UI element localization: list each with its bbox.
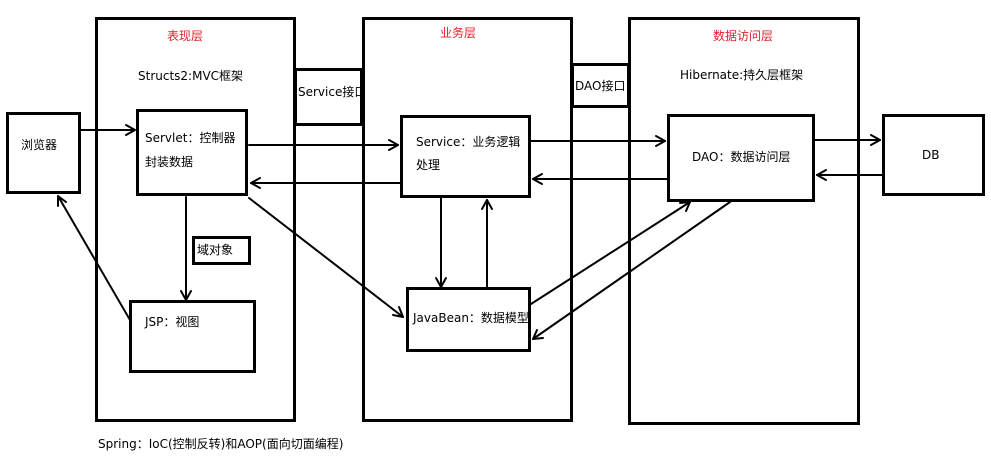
spring-footer-note: Spring：IoC(控制反转)和AOP(面向切面编程) [98, 437, 344, 451]
arrow-javabean-to-dao [530, 201, 691, 305]
servlet-sublabel: 封装数据 [145, 155, 194, 169]
presentation-framework-label: Structs2:MVC框架 [138, 69, 244, 83]
business-layer-title: 业务层 [439, 26, 476, 40]
data-access-framework-label: Hibernate:持久层框架 [680, 68, 804, 82]
jsp-box [129, 300, 256, 373]
arrow-jsp-to-browser [57, 195, 131, 321]
domain-object-label: 域对象 [197, 243, 234, 257]
browser-label: 浏览器 [21, 138, 58, 152]
service-interface-box [294, 68, 363, 126]
dao-label: DAO：数据访问层 [692, 150, 791, 164]
domain-object-box [192, 236, 251, 265]
data-access-layer-title: 数据访问层 [712, 29, 773, 43]
service-label: Service：业务逻辑 [416, 135, 521, 149]
javabean-label: JavaBean：数据模型 [413, 311, 529, 325]
arrow-servlet-to-javabean [248, 197, 404, 318]
browser-box [6, 112, 81, 194]
presentation-layer-title: 表现层 [166, 29, 203, 43]
service-sublabel: 处理 [416, 158, 441, 172]
presentation-layer [95, 17, 296, 422]
service-interface-label: Service接口 [298, 85, 367, 99]
business-layer [362, 17, 573, 422]
service-box [400, 115, 531, 198]
servlet-box [136, 109, 248, 196]
servlet-label: Servlet：控制器 [145, 131, 236, 145]
dao-interface-box [571, 63, 630, 108]
jsp-label: JSP：视图 [145, 315, 200, 329]
db-label: DB [922, 148, 940, 162]
dao-interface-label: DAO接口 [575, 79, 626, 93]
javabean-box [406, 287, 531, 352]
data-access-layer [628, 17, 860, 425]
dao-box [667, 114, 815, 202]
db-box [882, 114, 985, 196]
arrow-dao-to-javabean [532, 201, 731, 340]
